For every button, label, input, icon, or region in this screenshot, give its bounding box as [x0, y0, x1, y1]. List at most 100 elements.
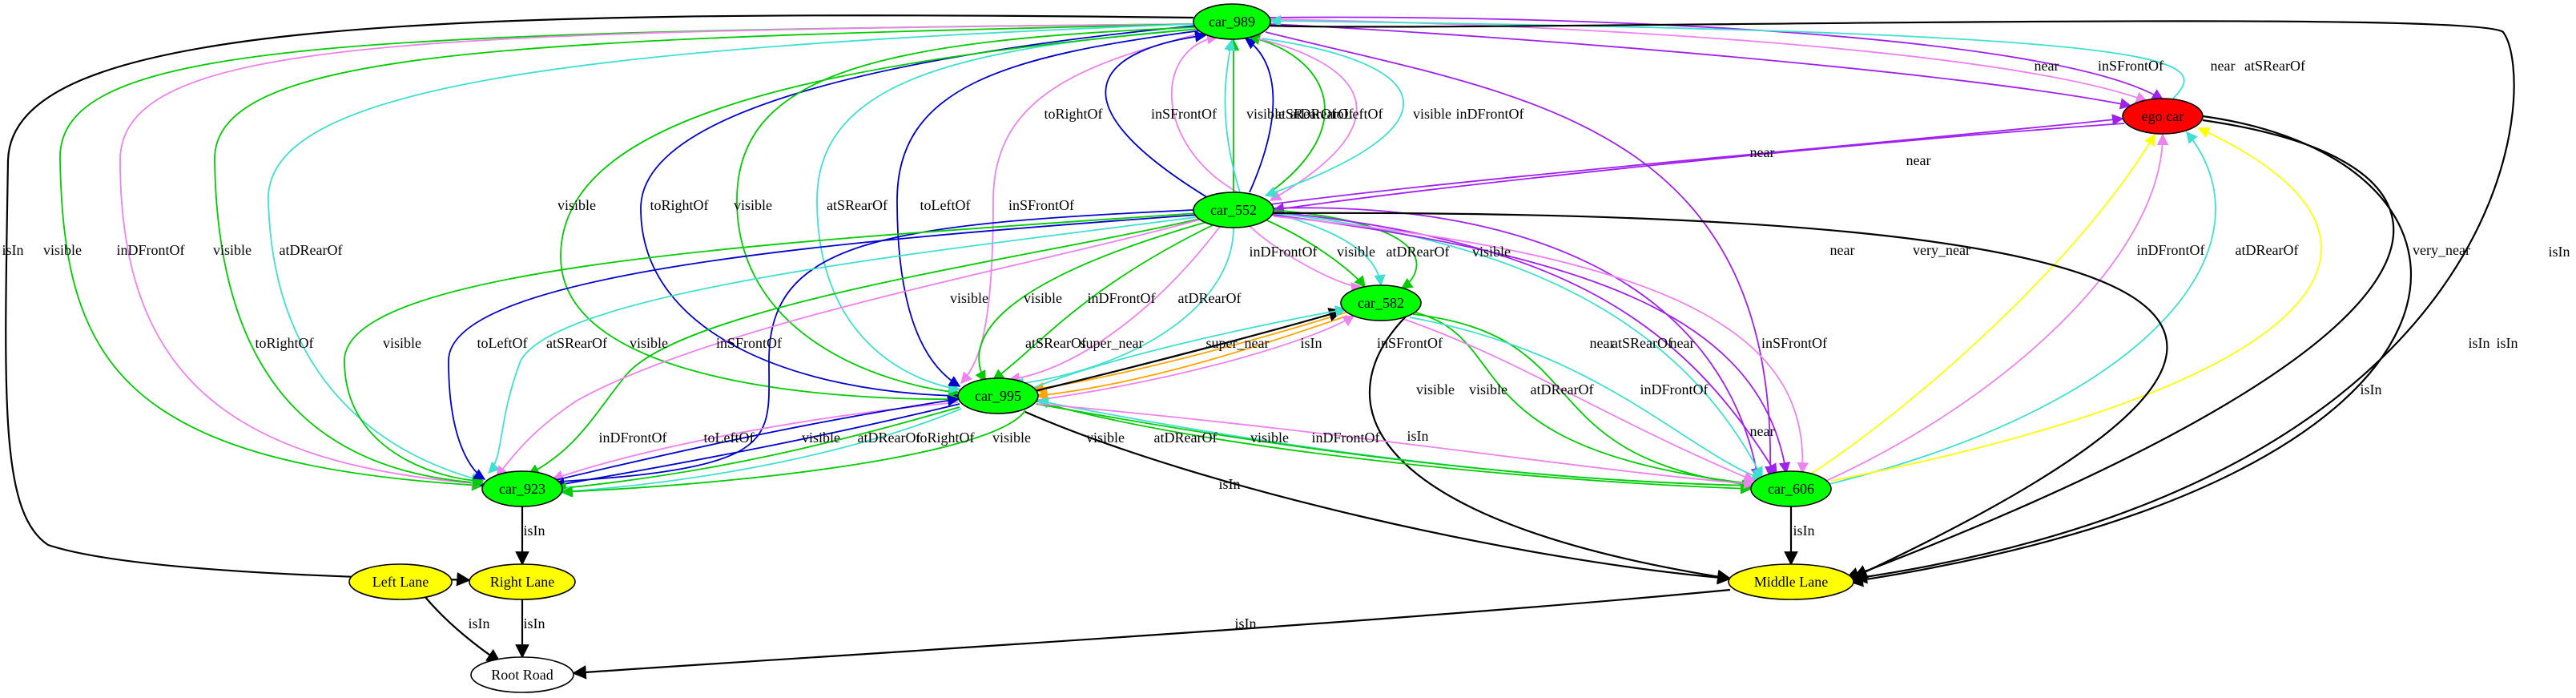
edge-indfrontof: [1403, 318, 1756, 482]
node-label: car_995: [975, 388, 1021, 404]
node-shape: [348, 563, 453, 600]
edge-labels-layer: near inSFrontOf near atSRearOf isIn visible in…: [2, 58, 2570, 631]
edge-label-atdrearof: atDRearOf: [1387, 244, 1450, 260]
edge-visible: [1409, 310, 1756, 489]
edge-isin: [1368, 313, 1732, 584]
edge-label-visible: visible: [1469, 381, 1507, 397]
edge-label-super-near: super_near: [1081, 335, 1144, 351]
edge-label-atsrearof: atSRearOf: [546, 335, 607, 351]
edge-visible: [554, 406, 960, 494]
edge-label-very-near: very_near: [2413, 242, 2470, 258]
edge-isin: [5, 14, 1194, 587]
edge-label-near: near: [2035, 58, 2059, 74]
edge-toleftof: [448, 214, 1199, 480]
node-label: Left Lane: [372, 574, 429, 590]
edge-atdrearof: [559, 408, 962, 498]
node-shape: [481, 470, 563, 507]
edge-isin: [572, 588, 1731, 680]
edge-label-near: near: [1750, 423, 1775, 439]
edge-near: [1265, 31, 1777, 478]
edge-label-indfrontof: inDFrontOf: [1456, 106, 1524, 122]
node-label: ego car: [2142, 108, 2184, 124]
edge-label-isin: isIn: [2469, 335, 2490, 351]
edge-label-insfrontof: inSFrontOf: [1377, 335, 1443, 351]
node-car-995: car_995: [957, 377, 1039, 414]
edge-insfrontof: [1273, 216, 1809, 474]
edge-isin: [1024, 410, 1732, 585]
edge-atdrearof: [1829, 131, 2216, 485]
node-car-552: car_552: [1193, 192, 1274, 228]
node-left-lane: Left Lane: [348, 563, 453, 600]
edge-label-near: near: [1670, 335, 1695, 351]
edge-insfrontof: [960, 31, 1206, 385]
edge-isin: [1270, 212, 2168, 579]
edge-atdrearof: [1262, 38, 1404, 198]
edge-label-visible: visible: [630, 335, 668, 351]
edge-label-indfrontof: inDFrontOf: [1250, 244, 1318, 260]
edge-label-isin: isIn: [2, 242, 24, 258]
edge-label-visible: visible: [1472, 244, 1511, 260]
edge-label-indfrontof: inDFrontOf: [1088, 290, 1156, 306]
edge-label-indfrontof: inDFrontOf: [599, 430, 667, 446]
edge-label-visible: visible: [557, 197, 596, 213]
edge-label-visible: visible: [383, 335, 421, 351]
edge-label-isin: isIn: [469, 615, 490, 631]
edge-atdrearof: [1273, 212, 1386, 287]
node-car-606: car_606: [1750, 470, 1832, 507]
node-label: Right Lane: [490, 574, 554, 590]
edge-label-indfrontof: inDFrontOf: [117, 242, 185, 258]
edge-label-isin: isIn: [2497, 335, 2518, 351]
edge-atsrearof: [816, 28, 1199, 394]
edge-label-visible: visible: [213, 242, 252, 258]
edge-super-near: [1036, 315, 1348, 401]
edge-atdrearof: [1012, 227, 1234, 389]
edge-atsrearof: [1224, 38, 1241, 193]
edge-label-insfrontof: inSFrontOf: [1008, 197, 1074, 213]
edge-label-isin: isIn: [2361, 381, 2382, 397]
edge-near: [1269, 16, 2164, 100]
edge-label-insfrontof: inSFrontOf: [1151, 106, 1217, 122]
node-car-923: car_923: [481, 470, 563, 507]
edge-torightof: [640, 25, 1197, 401]
edge-label-torightof: toRightOf: [916, 430, 974, 446]
edge-visible: [527, 217, 1204, 475]
edge-near: [1270, 211, 1777, 476]
edge-label-near: near: [1906, 152, 1931, 168]
node-shape: [1750, 470, 1832, 507]
edge-label-isin: isIn: [524, 615, 545, 631]
edge-label-toleftof: toLeftOf: [920, 197, 971, 213]
node-shape: [1340, 284, 1422, 321]
edge-label-near: near: [1750, 144, 1775, 160]
edge-isin: [424, 595, 501, 663]
node-label: car_989: [1209, 14, 1255, 30]
edge-label-isin: isIn: [1301, 335, 1322, 351]
edge-atdrearof: [1409, 317, 1764, 482]
edge-label-visible: visible: [1246, 106, 1285, 122]
edge-atsrearof: [1269, 14, 2185, 100]
edge-visible: [560, 28, 1201, 405]
node-shape: [957, 377, 1039, 414]
edge-toleftof: [896, 30, 1202, 387]
edge-label-atsrearof: atSRearOf: [1275, 106, 1336, 122]
node-car-582: car_582: [1340, 284, 1422, 321]
edge-near: [1269, 23, 2132, 110]
node-shape: [1193, 192, 1274, 228]
edge-isin: [1849, 115, 2412, 587]
edge-label-atdrearof: atDRearOf: [280, 242, 343, 258]
edge-label-isin: isIn: [1219, 476, 1241, 492]
edge-near: [1270, 114, 2124, 205]
edge-label-indfrontof: inDFrontOf: [1640, 381, 1709, 397]
node-car-989: car_989: [1193, 3, 1271, 40]
edge-insfrontof: [496, 217, 1206, 478]
edge-visible: [214, 23, 1194, 489]
edge-label-atdrearof: atDRearOf: [1154, 430, 1218, 446]
node-label: car_923: [499, 481, 545, 497]
edge-visible: [1412, 313, 1756, 490]
edge-visible: [1034, 400, 1753, 494]
edge-visible: [1036, 403, 1754, 491]
node-label: car_606: [1768, 481, 1814, 497]
edge-label-atsrearof: atSRearOf: [827, 197, 888, 213]
edge-label-visible: visible: [1024, 290, 1062, 306]
edge-isin: [1269, 20, 2515, 584]
edge-visible: [992, 222, 1218, 381]
